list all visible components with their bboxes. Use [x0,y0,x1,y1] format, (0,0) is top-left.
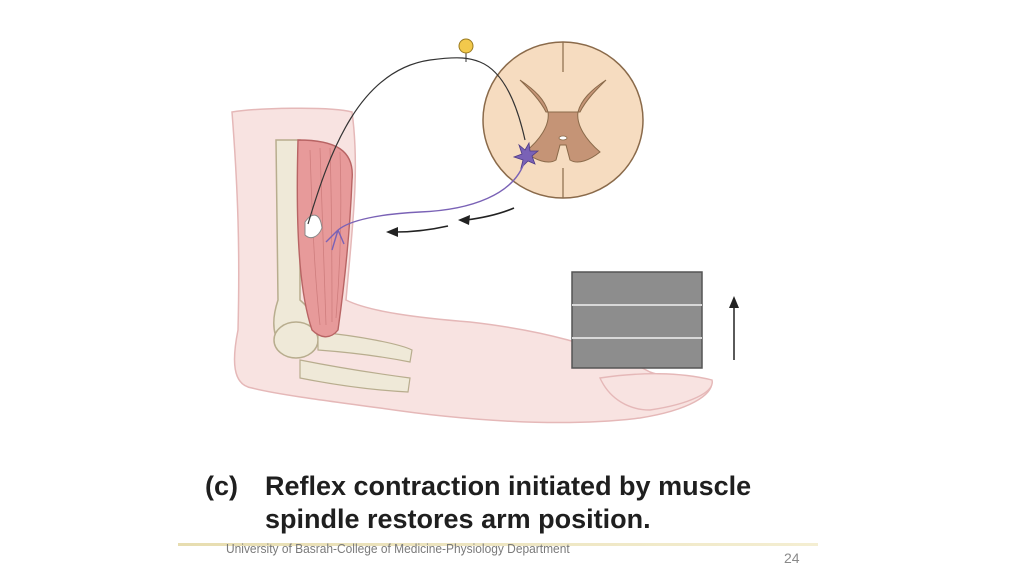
signal-arrow-1 [458,207,515,225]
motor-neuron [325,141,540,251]
up-arrow [729,296,739,360]
caption-line-1: Reflex contraction initiated by muscle [265,471,752,501]
footer-divider [178,543,818,546]
page-number: 24 [784,550,800,566]
sensory-ganglion [458,38,474,54]
footer-text: University of Basrah-College of Medicine… [226,541,570,556]
caption-line-2: spindle restores arm position. [265,504,651,534]
spinal-cord [482,41,644,199]
signal-arrow-2 [386,225,449,237]
hand [598,373,713,411]
radius-bone [317,331,413,363]
sensory-neuron [307,57,526,225]
ulna-bone [299,359,411,393]
weight-block [571,271,703,369]
caption-tag: (c) [205,471,238,501]
